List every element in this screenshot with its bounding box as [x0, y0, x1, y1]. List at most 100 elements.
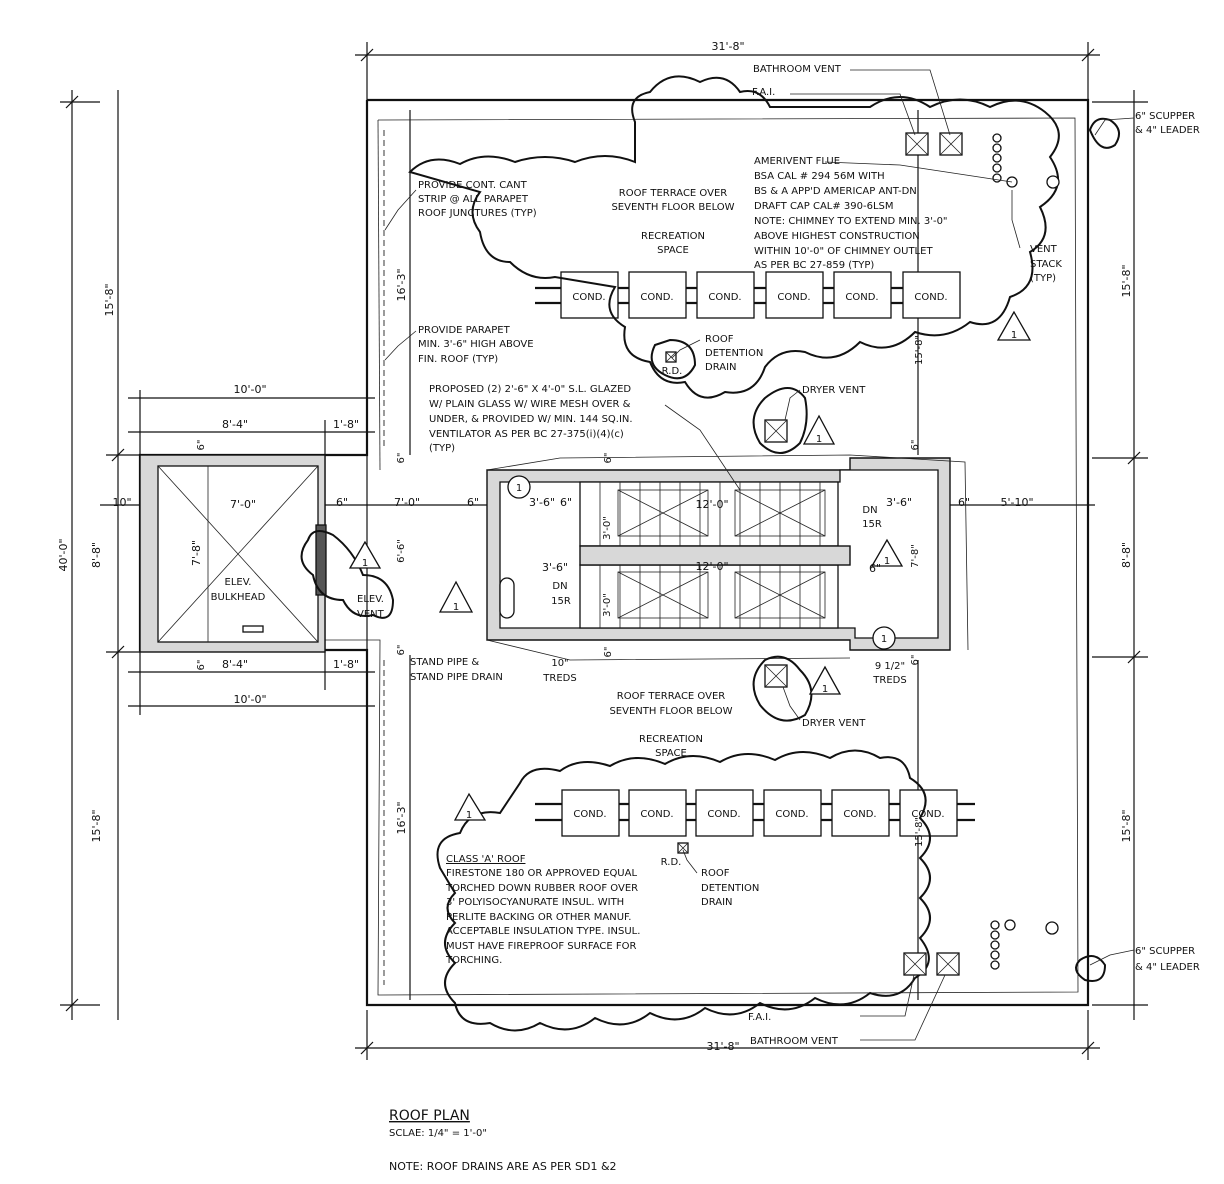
dim-top-width: 31'-8" [711, 40, 744, 53]
label-roof-drain-bottom-2: DETENTION [701, 883, 759, 894]
cond-label: COND. [640, 292, 673, 303]
dim-stair-6c: 6" [869, 562, 881, 575]
label-scupper-top-2: & 4" LEADER [1135, 125, 1200, 136]
label-roof-drain-bottom-3: DRAIN [701, 897, 733, 908]
label-terrace-bottom-2: SEVENTH FLOOR BELOW [609, 706, 732, 717]
dim-bulk-off-bottom: 1'-8" [333, 658, 359, 671]
label-scupper-top-1: 6" SCUPPER [1135, 111, 1195, 122]
cond-label: COND. [708, 292, 741, 303]
dim-bulk-width-bottom: 10'-0" [233, 693, 266, 706]
label-terrace-top-2: SEVENTH FLOOR BELOW [611, 202, 734, 213]
label-rd-bottom: R.D. [661, 857, 682, 868]
dim-bulk-wall-top: 6" [196, 440, 207, 451]
label-skylight-2: W/ PLAIN GLASS W/ WIRE MESH OVER & [429, 399, 631, 410]
dim-right-bottom: 15'-8" [1120, 809, 1133, 842]
label-flue-6: ABOVE HIGHEST CONSTRUCTION [754, 231, 920, 242]
label-flue-4: DRAFT CAP CAL# 390-6LSM [754, 201, 894, 212]
label-flue-5: NOTE: CHIMNEY TO EXTEND MIN. 3'-0" [754, 216, 948, 227]
dim-left-mid: 8'-8" [90, 542, 103, 568]
dim-left-overall: 40'-0" [57, 538, 70, 571]
cond-label: COND. [843, 809, 876, 820]
label-elev-1: ELEV. [225, 577, 252, 588]
cond-label: COND. [911, 809, 944, 820]
revision-mark: 1 [516, 483, 522, 494]
label-parapet-1: PROVIDE PARAPET [418, 325, 511, 336]
cond-label: COND. [777, 292, 810, 303]
dim-v-3-0b: 3'-0" [602, 593, 613, 617]
revision-mark: 1 [1011, 330, 1017, 341]
dim-bulk-interior-w: 7'-0" [230, 498, 256, 511]
dim-v-7-8: 7'-8" [910, 544, 921, 568]
revision-mark: 1 [362, 558, 368, 569]
vent-symbols [665, 132, 1060, 976]
label-treds-10-2: TREDS [542, 673, 576, 684]
cond-label: COND. [572, 292, 605, 303]
dim-row-12b: 12'-0" [695, 560, 728, 573]
label-recreation-top-1: RECREATION [641, 231, 705, 242]
label-risers-left: 15R [551, 596, 571, 607]
revision-mark: 1 [453, 602, 459, 613]
label-bathroom-vent-bottom: BATHROOM VENT [750, 1036, 839, 1047]
label-treds-9-2: TREDS [872, 675, 906, 686]
revision-triangles [348, 310, 1032, 821]
dim-v-6c: 6" [910, 440, 921, 451]
dim-stair-3-6: 3'-6" [542, 561, 568, 574]
leader-lines [384, 69, 1135, 1041]
label-stand-pipe-1: STAND PIPE & [410, 657, 479, 668]
revision-mark: 1 [884, 556, 890, 567]
label-flue-1: AMERIVENT FLUE [754, 156, 840, 167]
label-recreation-top-2: SPACE [657, 245, 689, 256]
label-fai-top: F.A.I. [752, 87, 775, 98]
cond-label: COND. [775, 809, 808, 820]
label-treds-10-1: 10" [551, 658, 568, 669]
label-vent-stack-1: VENT [1030, 244, 1058, 255]
dim-row-10: 10" [112, 496, 131, 509]
dim-row-3-6: 3'-6" [529, 496, 555, 509]
revision-mark: 1 [466, 810, 472, 821]
label-cant-strip-3: ROOF JUNCTURES (TYP) [418, 208, 537, 219]
label-elev-2: BULKHEAD [211, 592, 266, 603]
dim-bulk-off-top: 1'-8" [333, 418, 359, 431]
dim-v-6b: 6" [396, 645, 407, 656]
label-dn-left: DN [552, 581, 567, 592]
label-skylight-1: PROPOSED (2) 2'-6" X 4'-0" S.L. GLAZED [429, 384, 631, 395]
cond-label: COND. [573, 809, 606, 820]
label-recreation-bottom-1: RECREATION [639, 734, 703, 745]
plan-scale: SCLAE: 1/4" = 1'-0" [389, 1128, 487, 1139]
label-class-a-1: CLASS 'A' ROOF [446, 854, 526, 865]
elevator-bulkhead [139, 454, 327, 653]
label-risers-right: 15R [862, 519, 882, 530]
label-treds-9-1: 9 1/2" [875, 661, 905, 672]
condenser-row-top [535, 271, 961, 319]
label-class-a-8: TORCHING. [445, 955, 502, 966]
label-class-a-5: PERLITE BACKING OR OTHER MANUF. [446, 912, 631, 923]
cond-label: COND. [914, 292, 947, 303]
label-class-a-4: 3' POLYISOCYANURATE INSUL. WITH [446, 897, 624, 908]
label-roof-drain-bottom-1: ROOF [701, 868, 730, 879]
dim-bulk-wall-bottom: 6" [196, 660, 207, 671]
label-cant-strip-1: PROVIDE CONT. CANT [418, 180, 528, 191]
dim-left-bottom: 15'-8" [90, 809, 103, 842]
label-class-a-3: TORCHED DOWN RUBBER ROOF OVER [445, 883, 638, 894]
label-class-a-7: MUST HAVE FIREPROOF SURFACE FOR [446, 941, 636, 952]
label-dryer-vent-bottom: DRYER VENT [802, 718, 866, 729]
dim-row-6b: 6" [467, 496, 479, 509]
label-roof-drain-top-2: DETENTION [705, 348, 763, 359]
dim-inner-right-bottom: 15'-8" [914, 817, 925, 847]
label-flue-3: BS & A APP'D AMERICAP ANT-DN [754, 186, 917, 197]
label-rd-top: R.D. [662, 366, 683, 377]
label-roof-drain-top-1: ROOF [705, 334, 734, 345]
dim-inner-top: 16'-3" [395, 268, 408, 301]
dim-bulk-width-top: 10'-0" [233, 383, 266, 396]
plan-note: NOTE: ROOF DRAINS ARE AS PER SD1 &2 [389, 1160, 617, 1173]
dim-left-top: 15'-8" [103, 283, 116, 316]
dim-inner-bottom: 16'-3" [395, 801, 408, 834]
dim-row-12a: 12'-0" [695, 498, 728, 511]
label-dn-right: DN [862, 505, 877, 516]
label-skylight-4: VENTILATOR AS PER BC 27-375(i)(4)(c) [429, 429, 624, 440]
label-vent-stack-3: (TYP) [1030, 273, 1056, 284]
revision-mark: 1 [822, 684, 828, 695]
text-layer: 31'-8" 31'-8" 40'-0" 15'-8" 8'-8" 15'-8"… [57, 40, 1200, 1173]
label-vent-stack-2: STACK [1030, 259, 1062, 270]
